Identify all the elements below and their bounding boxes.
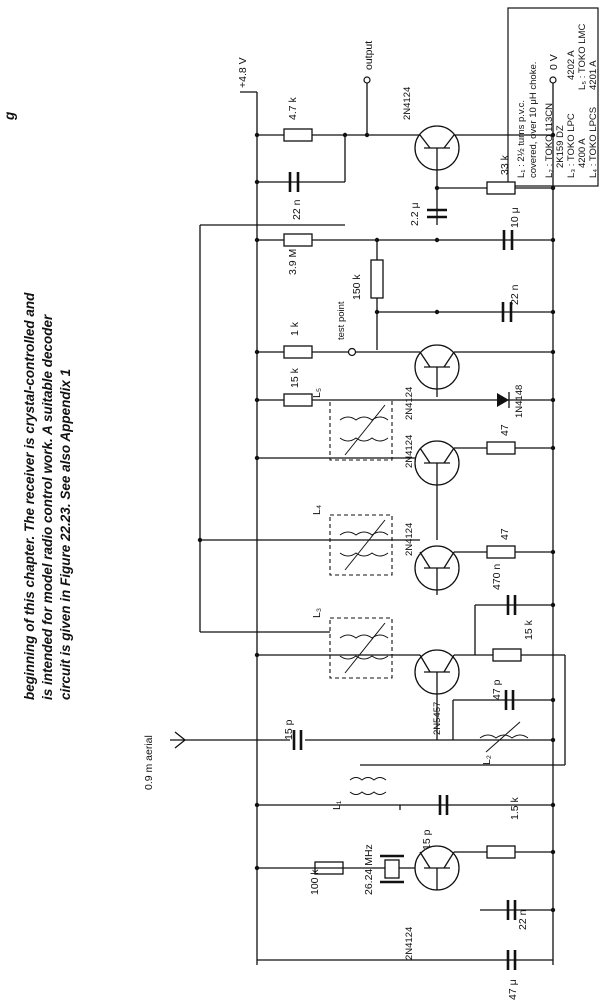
coil-l3: L₃: [311, 608, 393, 679]
ground-label: 0 V: [548, 54, 560, 70]
c15p-b-label: 15 p: [421, 829, 433, 850]
if1-transistor: 2N4124: [404, 523, 460, 595]
aerial-label: 0.9 m aerial: [143, 735, 155, 790]
key-l3-detail: 4200 A: [577, 138, 588, 168]
q-det-label: 2N4124: [404, 387, 415, 420]
if2-transistor: 2N4124: [404, 435, 460, 540]
detector-transistor: 2N4124: [404, 344, 460, 420]
capacitor-47p: 47 p: [491, 679, 515, 710]
capacitor-47u: 47 μ: [506, 950, 519, 1000]
capacitor-22n-a: 22 n: [288, 172, 303, 220]
key-l5: L₅ : TOKO LMC: [577, 24, 588, 90]
key-l4-detail: 4201 A: [588, 60, 599, 90]
r47-a-label: 47: [499, 424, 511, 436]
r15k-b-label: 15 k: [523, 619, 535, 640]
l2-label: L₂: [481, 755, 493, 765]
key-l1: L₁ : 2½ turns p.v.c.: [516, 100, 527, 178]
output-terminal[interactable]: output: [363, 41, 375, 135]
resistor-47-b: 47: [486, 528, 516, 559]
c22n-a-label: 22 n: [291, 199, 303, 220]
supply-rail: +4.8 V: [237, 57, 258, 965]
ground-rail: 0 V: [548, 54, 560, 965]
crystal-26-24mhz: 26.24 MHz: [363, 844, 404, 895]
crystal-label: 26.24 MHz: [363, 844, 375, 895]
c470n-label: 470 n: [491, 564, 503, 590]
diode-label: 1N4148: [514, 385, 525, 418]
aerial-input[interactable]: 0.9 m aerial: [143, 731, 290, 790]
figure-caption: g beginning of this chapter. The receive…: [2, 111, 73, 700]
key-l5-detail: 4202 A: [566, 50, 577, 80]
resistor-33k: 33 k: [486, 154, 516, 195]
capacitor-22n-b: 22 n: [501, 284, 521, 322]
resistor-1k: 1 k: [283, 321, 313, 359]
r15k-a-label: 15 k: [289, 367, 301, 388]
test-point[interactable]: test point: [336, 301, 357, 357]
resistor-150k: 150 k: [351, 259, 384, 300]
capacitor-15p-b: 15 p: [421, 795, 449, 850]
oscillator-transistor: 2N4124: [404, 845, 460, 960]
r47-b-label: 47: [499, 528, 511, 540]
c10u-label: 10 μ: [509, 207, 521, 228]
q-mix-label: 2N5457: [432, 702, 443, 735]
key-l2-detail: 2K159 DZ: [555, 125, 566, 168]
coil-l4: L₄: [311, 505, 393, 576]
r150k-label: 150 k: [351, 274, 363, 300]
supply-label: +4.8 V: [237, 57, 249, 88]
resistor-15k-a: 15 k: [283, 367, 313, 407]
l4-label: L₄: [311, 505, 323, 515]
c47u-label: 47 μ: [507, 979, 519, 1000]
capacitor-22n-c: 22 n: [506, 900, 529, 930]
r100k-label: 100 k: [309, 869, 321, 895]
capacitor-10u: 10 μ: [502, 207, 521, 250]
resistor-4-7k: 4.7 k: [283, 96, 313, 142]
output-label: output: [363, 41, 375, 70]
r47k-label: 4.7 k: [287, 96, 299, 120]
capacitor-470n: 470 n: [491, 564, 517, 615]
key-l4: L₄ : TOKO LPCS: [588, 107, 599, 178]
resistor-15k-b: 15 k: [492, 619, 535, 662]
capacitor-2-2u: 2.2 μ: [409, 202, 447, 226]
key-l3: L₃ : TOKO LPC: [566, 113, 577, 178]
key-l1-detail: covered, over 10 μH choke.: [528, 62, 539, 178]
c22n-b-label: 22 n: [509, 284, 521, 305]
r1-5k-label: 1.5 k: [509, 796, 521, 820]
resistor-47-a: 47: [486, 424, 516, 455]
c22n-c-label: 22 n: [517, 909, 529, 930]
test-point-label: test point: [336, 301, 347, 340]
q-out-label: 2N4124: [402, 87, 413, 120]
c2-2u-label: 2.2 μ: [409, 202, 421, 226]
c15p-a-label: 15 p: [283, 719, 295, 740]
q-if1-label: 2N4124: [404, 523, 415, 556]
caption-line-3: circuit is given in Figure 22.23. See al…: [58, 369, 73, 700]
l3-label: L₃: [311, 608, 323, 618]
output-transistor: 2N4124: [402, 87, 460, 171]
coil-l2: L₂: [479, 721, 529, 765]
caption-line-1: beginning of this chapter. The receiver …: [22, 292, 37, 700]
r33k-label: 33 k: [499, 154, 511, 175]
junction-dots: [197, 132, 556, 913]
resistor-3-9m: 3.9 M: [283, 233, 313, 275]
capacitor-15p-a: 15 p: [283, 719, 303, 750]
r39m-label: 3.9 M: [287, 249, 299, 275]
q-osc-label: 2N4124: [404, 927, 415, 960]
caption-line-2: is intended for model radio control work…: [40, 314, 55, 700]
resistor-100k: 100 k: [309, 861, 344, 895]
coil-l5: L₅: [311, 388, 393, 461]
key-l2: L₂ : TOKO 113CN: [544, 103, 555, 178]
resistor-1-5k: 1.5 k: [486, 796, 521, 859]
c47p-label: 47 p: [491, 679, 503, 700]
r1k-label: 1 k: [289, 321, 301, 336]
l5-label: L₅: [311, 388, 323, 398]
coil-key-box-cont: 4201 A L₅ : TOKO LMC 4202 A: [566, 24, 599, 90]
mixer-fet: 2N5457: [414, 649, 460, 740]
diode-1n4148: 1N4148: [497, 385, 525, 418]
caption-line-0: g: [2, 111, 17, 121]
q-if2-label: 2N4124: [404, 435, 415, 468]
